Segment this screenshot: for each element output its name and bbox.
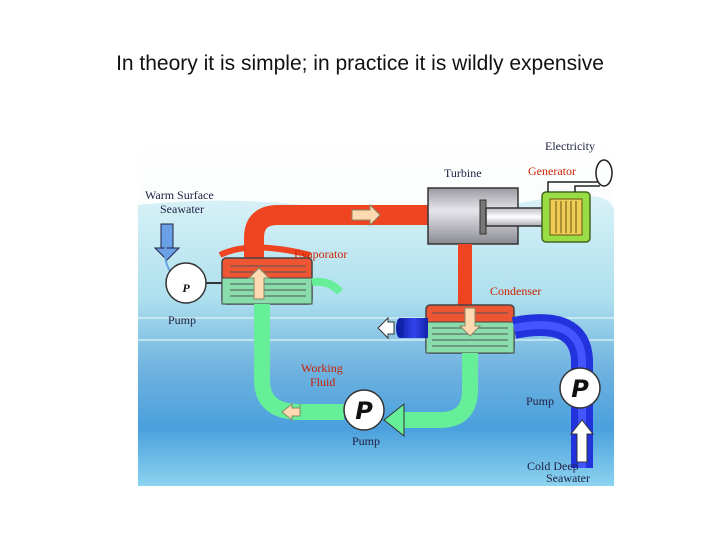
label-warm-surface: Warm Surface — [145, 188, 214, 202]
pump-left-symbol: P — [182, 281, 190, 295]
cold-discharge-pipe — [377, 316, 428, 340]
label-condenser: Condenser — [490, 284, 541, 298]
label-working-fluid-1: Working — [301, 361, 343, 375]
evaporator — [221, 257, 344, 305]
intake-arrow-down — [153, 223, 181, 281]
condenser — [425, 304, 515, 354]
label-electricity: Electricity — [545, 139, 595, 153]
pump-right-symbol: P — [571, 375, 589, 403]
label-pump-right: Pump — [526, 394, 554, 408]
diagram-background — [138, 130, 614, 486]
label-evaporator: Evaporator — [294, 247, 347, 261]
pump-right — [559, 367, 601, 409]
working-fluid-loop — [254, 304, 478, 438]
cold-water-pipe — [511, 314, 593, 468]
pump-bottom — [343, 389, 385, 431]
slide-title: In theory it is simple; in practice it i… — [116, 52, 604, 75]
label-turbine: Turbine — [444, 166, 482, 180]
pump-left — [165, 262, 222, 304]
turbine — [427, 187, 551, 245]
label-cold-deep: Cold Deep — [527, 459, 579, 473]
label-cold-seawater: Seawater — [546, 471, 590, 485]
pump-bottom-symbol: P — [355, 397, 373, 425]
vapor-pipe — [458, 244, 472, 306]
label-generator: Generator — [528, 164, 576, 178]
electricity-wiring — [547, 159, 613, 192]
label-working-fluid-2: Fluid — [310, 375, 335, 389]
generator — [541, 191, 591, 243]
label-warm-seawater: Seawater — [160, 202, 204, 216]
flow-arrow-right — [351, 203, 381, 227]
label-pump-left: Pump — [168, 313, 196, 327]
cold-intake-arrow — [569, 419, 595, 463]
label-pump-bottom: Pump — [352, 434, 380, 448]
